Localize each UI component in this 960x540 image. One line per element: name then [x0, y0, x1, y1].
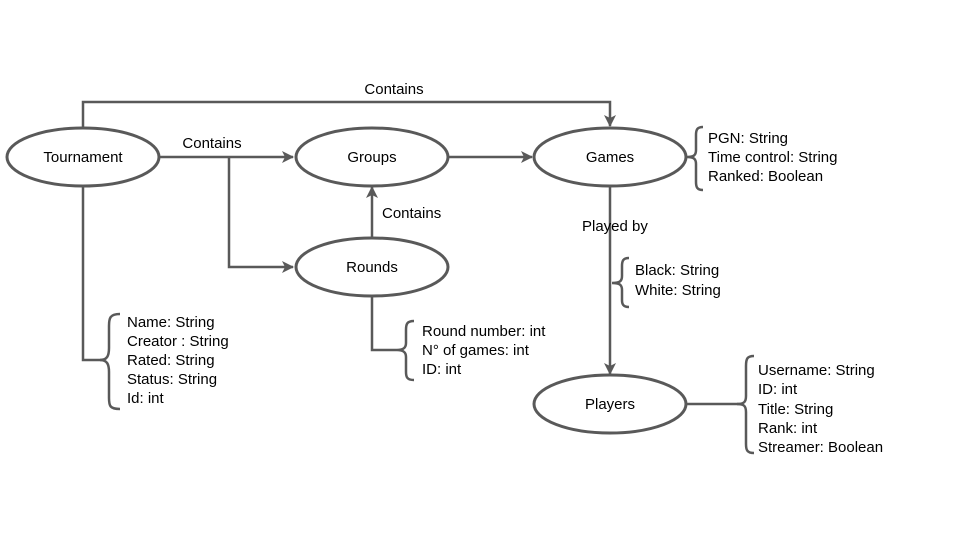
attr-played-by-black: Black: String	[635, 262, 719, 279]
attr-tournament-rated: Rated: String	[127, 352, 215, 369]
node-rounds: Rounds	[294, 236, 450, 298]
attr-games-time-control: Time control: String	[708, 149, 838, 166]
attr-tournament-creator: Creator : String	[127, 333, 229, 350]
attr-players-streamer: Streamer: Boolean	[758, 439, 883, 456]
edge-label-games-players: Played by	[582, 218, 648, 235]
node-players: Players	[532, 373, 688, 435]
attr-tournament-id: Id: int	[127, 390, 165, 407]
attr-players-title: Title: String	[758, 401, 833, 418]
edge-tournament-attributes	[81, 187, 105, 362]
node-games: Games	[532, 126, 688, 188]
edge-tournament-rounds	[227, 157, 294, 273]
attr-tournament-name: Name: String	[127, 314, 215, 331]
attr-players-id: ID: int	[758, 381, 798, 398]
node-label: Games	[586, 149, 634, 166]
node-groups: Groups	[294, 126, 450, 188]
brace-games-attributes	[686, 125, 704, 192]
edge-label-rounds-groups: Contains	[382, 205, 441, 222]
brace-played-by-attributes	[611, 256, 630, 309]
edge-rounds-attributes	[370, 297, 397, 352]
edge-label-tournament-groups: Contains	[182, 135, 241, 152]
node-label: Groups	[347, 149, 396, 166]
attr-rounds-id: ID: int	[422, 361, 462, 378]
edge-tournament-games	[81, 100, 616, 128]
brace-players-attributes	[736, 354, 755, 455]
brace-tournament-attributes	[99, 312, 121, 411]
edge-label-tournament-games: Contains	[364, 81, 423, 98]
attr-games-ranked: Ranked: Boolean	[708, 168, 823, 185]
brace-rounds-attributes	[396, 319, 415, 382]
attr-players-username: Username: String	[758, 362, 875, 379]
node-label: Players	[585, 396, 635, 413]
attr-played-by-white: White: String	[635, 282, 721, 299]
node-label: Tournament	[43, 149, 123, 166]
attr-games-pgn: PGN: String	[708, 130, 788, 147]
node-tournament: Tournament	[5, 126, 161, 188]
attr-players-rank: Rank: int	[758, 420, 818, 437]
attr-rounds-number-of-games: N° of games: int	[422, 342, 530, 359]
attr-tournament-status: Status: String	[127, 371, 217, 388]
node-label: Rounds	[346, 259, 398, 276]
attr-rounds-round-number: Round number: int	[422, 323, 546, 340]
